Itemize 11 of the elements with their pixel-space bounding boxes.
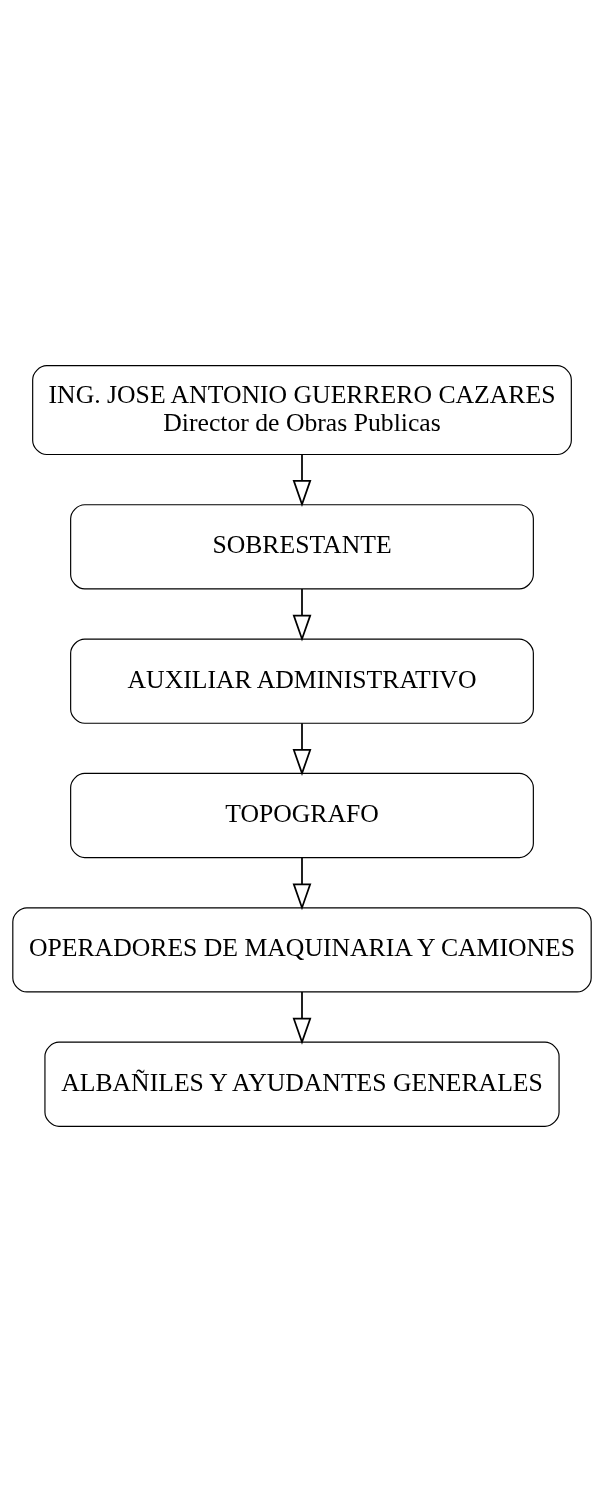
node-box: ING. JOSE ANTONIO GUERRERO CAZARES Director de Obras Publicas [32, 365, 572, 456]
node-box: ALBAÑILES Y AYUDANTES GENERALES [44, 1041, 560, 1127]
arrow [292, 991, 312, 1045]
node-box: TOPOGRAFO [70, 772, 534, 859]
node-box: OPERADORES DE MAQUINARIA Y CAMIONES [12, 907, 592, 993]
arrow [292, 588, 312, 642]
node-box: SOBRESTANTE [70, 504, 534, 590]
arrow [292, 453, 312, 507]
arrow [292, 722, 312, 776]
node-box: AUXILIAR ADMINISTRATIVO [70, 638, 534, 724]
arrow [292, 856, 312, 911]
